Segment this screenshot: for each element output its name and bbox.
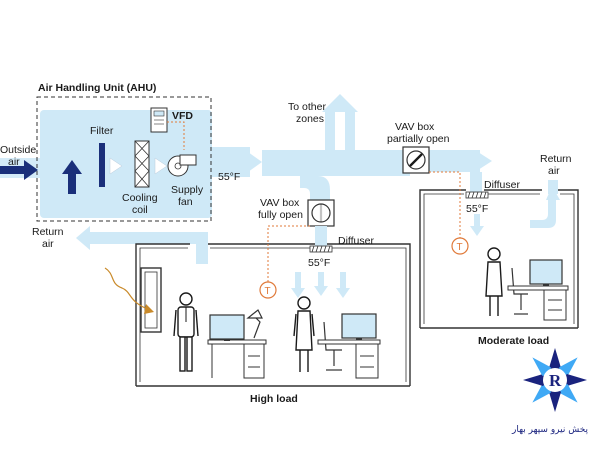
outside-air-arrow [0,160,38,180]
diffuser-arrow-mid [318,272,324,288]
window [140,267,162,333]
diffuser-arrow-left-head [291,288,305,298]
to-other-zones-label-2: zones [296,113,324,125]
to-other-zones-arrow [322,94,358,112]
moderate-return-label-2: air [548,165,560,177]
high-load-thermostat-letter: T [265,286,271,297]
logo-caption: پخش نیرو سپهر بهار [511,425,589,435]
moderate-return-label-1: Return [540,153,572,165]
ahu-title: Air Handling Unit (AHU) [38,82,156,94]
return-air-arrow [62,160,82,194]
vav-box-fully-open [307,199,335,227]
vfd-control-line [167,121,185,150]
long-supply-duct [262,150,410,176]
moderate-return-duct [530,198,556,228]
high-load-diffuser-label: Diffuser [338,235,374,247]
diffuser-arrow-right-head [336,288,350,298]
person-female [293,296,315,372]
high-load-room [135,243,411,387]
monitor-right [341,313,377,340]
moderate-load-room [419,189,579,329]
person-female-moderate [485,247,503,316]
moderate-return-up-duct [548,180,558,194]
logo-letter: R [549,371,562,390]
cooling-coil [134,140,150,188]
supply-fan-label-2: fan [178,196,193,208]
moderate-thermostat-letter: T [457,242,463,253]
supply-temp-label: 55°F [218,171,240,183]
moderate-sensor-line [429,171,461,238]
high-load-sensor-line [267,225,310,282]
vav-full-label-1: VAV box [260,197,300,209]
moderate-diffuser-arrow-head [470,226,484,236]
filter [99,143,105,187]
person-male [173,292,199,372]
supply-fan-label-1: Supply [171,184,204,196]
vfd-icon [150,107,168,133]
company-logo: R [523,348,587,412]
return-arrow-head [76,226,90,250]
solar-gain-arrow [104,267,151,311]
cooling-coil-label-1: Cooling [122,192,158,204]
ahu-boundary [36,96,212,222]
right-branch-arrow [478,152,492,170]
outside-air-label-2: air [8,156,20,168]
chair-moderate [511,267,528,315]
high-load-caption: High load [250,393,298,405]
high-load-diffuser [309,245,333,253]
moderate-diffuser-arrow [474,214,480,228]
diffuser-arrow-mid-head [314,286,328,296]
return-air-label-2: air [42,238,54,250]
solar-gain-arrow-head [144,304,154,314]
air-flow-network [0,110,560,298]
desk-right [317,339,381,379]
moderate-load-caption: Moderate load [478,335,549,347]
supply-fan [167,154,197,177]
main-supply-arrow [248,152,262,172]
return-air-label-1: Return [32,226,64,238]
moderate-temp-label: 55°F [466,203,488,215]
moderate-diffuser [465,191,489,199]
desk-left [207,339,267,379]
to-other-zones-label-1: To other [288,101,326,113]
vav-partial-label-2: partially open [387,133,450,145]
vav-partial-label-1: VAV box [395,121,435,133]
filter-label: Filter [90,125,114,137]
moderate-thermostat [451,237,469,255]
flow-arrow-after-coil [154,157,168,175]
other-zones-duct-left [325,112,335,152]
monitor-left [209,314,245,341]
desk-moderate [507,285,569,321]
vav-full-label-2: fully open [258,209,303,221]
high-load-branch-duct [300,176,330,200]
vav-box-partially-open [402,146,430,174]
high-load-vertical-duct [315,226,327,248]
vfd-label: VFD [172,110,193,122]
diffuser-arrow-left [295,272,301,290]
high-load-temp-label: 55°F [308,257,330,269]
high-load-thermostat [259,281,277,299]
other-zones-duct-right [345,112,355,152]
cooling-coil-label-2: coil [132,204,148,216]
return-duct-horizontal [88,232,208,244]
outside-air-label-1: Outside [0,144,36,156]
moderate-diffuser-label: Diffuser [484,179,520,191]
monitor-moderate [529,259,563,286]
flow-arrow-after-filter [109,157,123,175]
desk-lamp [246,309,263,339]
chair-high-load [323,321,342,371]
diffuser-arrow-right [340,272,346,290]
moderate-vertical-duct [470,172,482,194]
